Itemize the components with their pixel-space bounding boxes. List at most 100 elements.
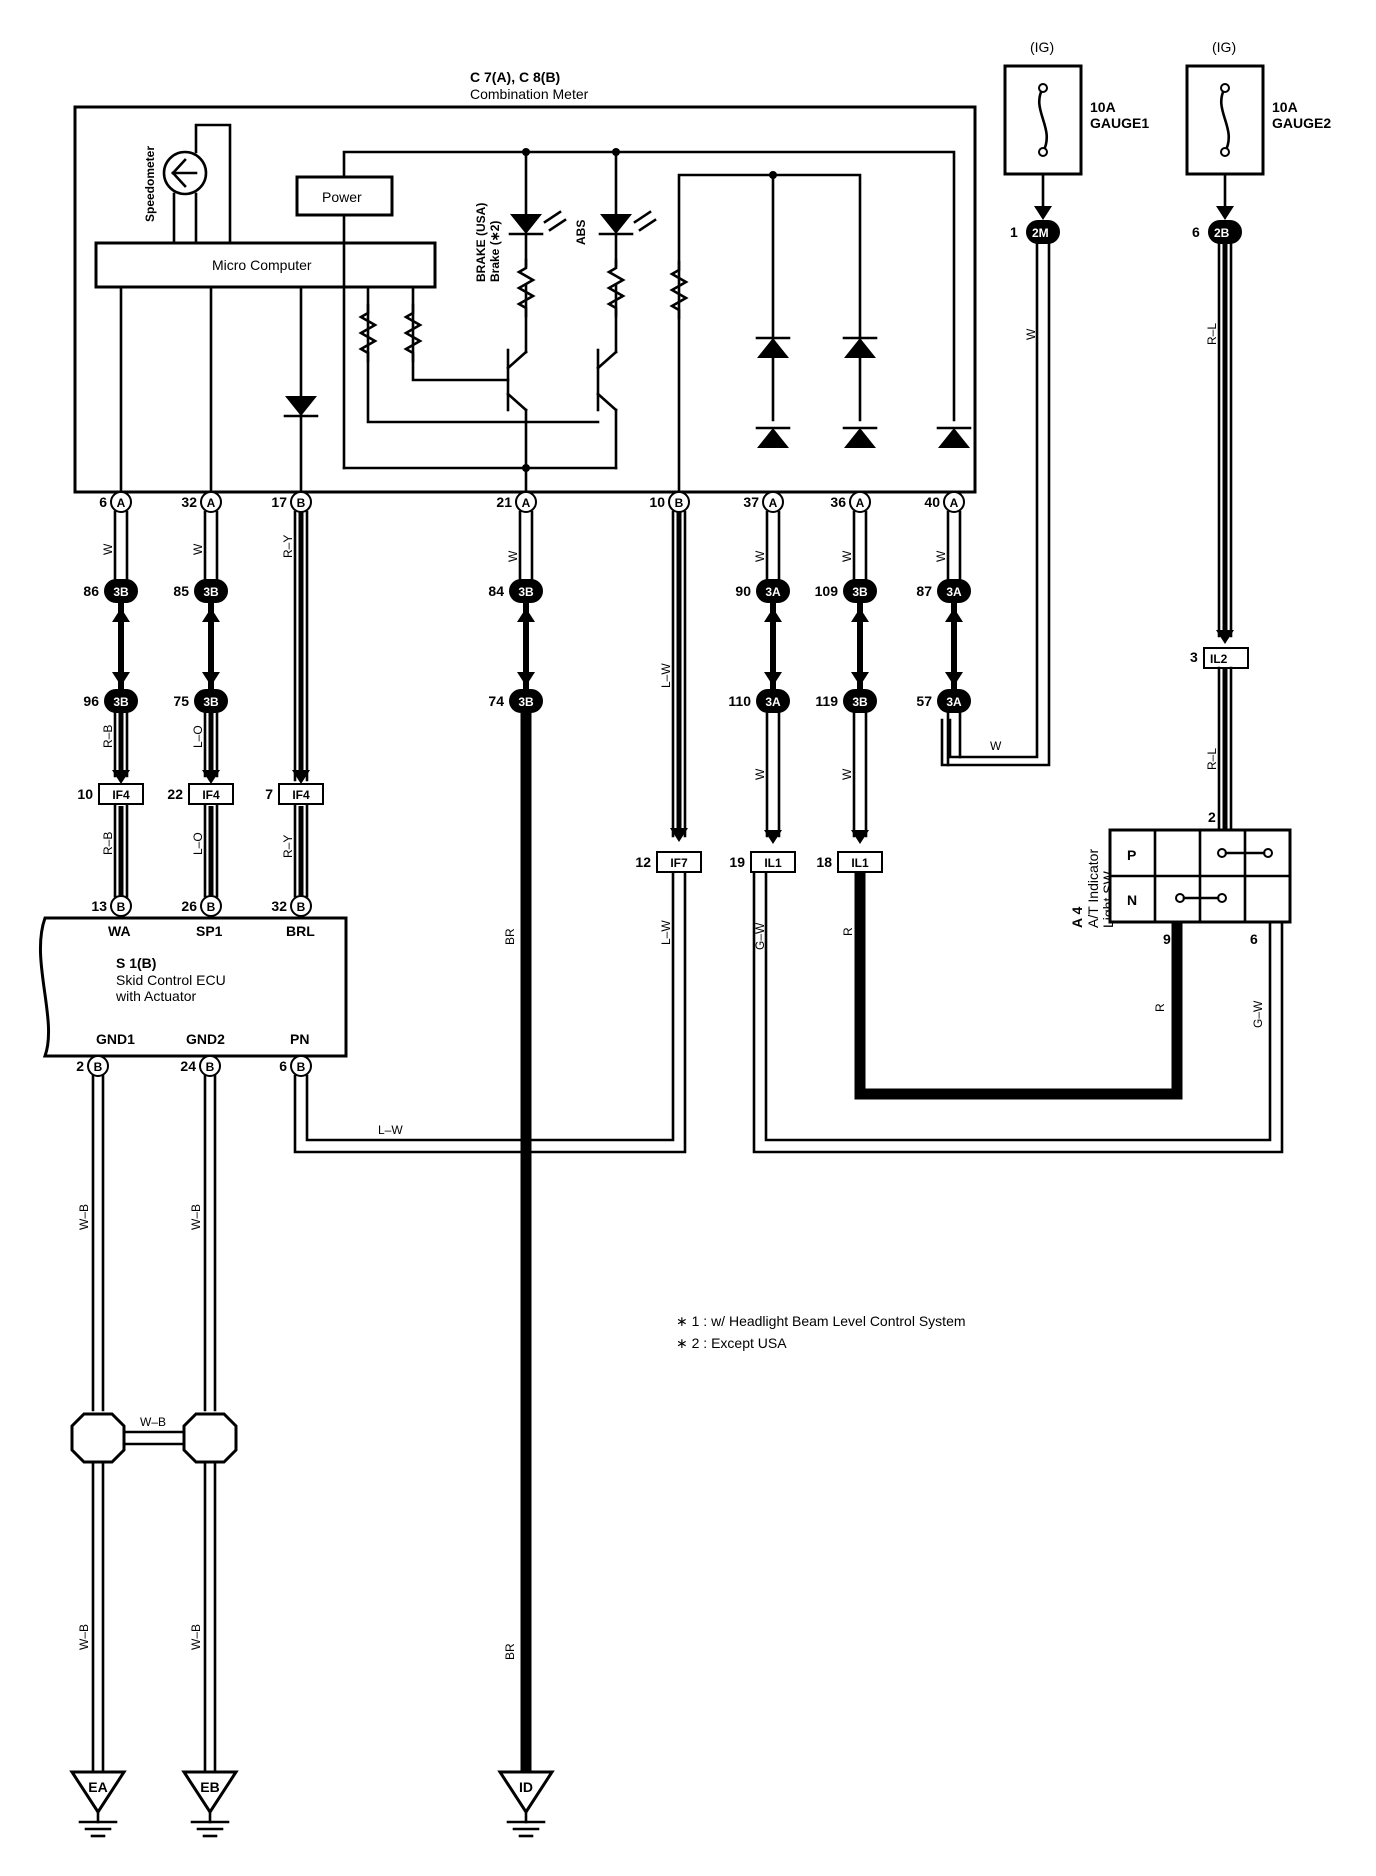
junction-top-pin: 86 <box>83 583 99 599</box>
speedometer-label: Speedometer <box>143 146 157 222</box>
ecu-pin-number: 32 <box>271 898 287 914</box>
power-label: Power <box>322 189 362 205</box>
ground-label: EB <box>200 1779 219 1795</box>
fuse-gauge1-icon <box>1037 86 1049 154</box>
junction-top-conn: 3A <box>946 585 962 599</box>
ecu-pin-number: 13 <box>91 898 107 914</box>
connector-il2-pin: 3 <box>1190 649 1198 665</box>
meter-pin-number: 40 <box>924 494 940 510</box>
micro-computer-label: Micro Computer <box>212 257 312 273</box>
transistor-1 <box>506 283 528 494</box>
wire-w-4: W <box>506 550 520 562</box>
junction-top-pin: 87 <box>916 583 932 599</box>
junction-bottom-pin: 110 <box>728 693 751 709</box>
junction-bottom-pin: 96 <box>83 693 99 709</box>
ecu-ref: S 1(B) <box>116 955 156 971</box>
ground-label: ID <box>519 1779 533 1795</box>
fuse-connector-2b: 6 2B <box>1192 220 1242 244</box>
connector-il2-label: IL2 <box>1210 652 1228 666</box>
connector-label: IF7 <box>670 856 688 870</box>
meter-pin-conn: A <box>522 496 531 510</box>
wire-w-6: W <box>753 550 767 562</box>
note-1: ∗ 1 : w/ Headlight Beam Level Control Sy… <box>676 1313 966 1329</box>
connector-label: IF4 <box>202 788 220 802</box>
wire-w-9: W <box>753 768 767 780</box>
ecu-name-1: Skid Control ECU <box>116 972 226 988</box>
wire-w-2: W <box>191 543 205 555</box>
connector-pin: 22 <box>167 786 183 802</box>
switch-p: P <box>1127 847 1136 863</box>
ecu-pin-number: 26 <box>181 898 197 914</box>
connector-pin: 7 <box>265 786 273 802</box>
connector-if4-22: 22 IF4 <box>167 783 234 805</box>
wire-wb-1: W–B <box>77 1204 91 1230</box>
fuse-connector-2m-label: 2M <box>1032 226 1049 240</box>
connector-pin: 19 <box>729 854 745 870</box>
abs-label: ABS <box>574 220 588 245</box>
junction-top-conn: 3A <box>765 585 781 599</box>
wire-w-10: W <box>840 768 854 780</box>
wire-lw-3: L–W <box>378 1123 403 1137</box>
ecu-term-wa: WA <box>108 923 131 939</box>
connector-pin: 10 <box>77 786 93 802</box>
wire-rb-1: R–B <box>101 725 115 748</box>
switch-contact-n-icon <box>1175 893 1227 903</box>
fuse-gauge2-name: GAUGE2 <box>1272 115 1331 131</box>
switch-pin-6: 6 <box>1250 931 1258 947</box>
ecu-pin-conn: B <box>206 1060 215 1074</box>
at-indicator-switch: A 4 A/T Indicator Light SW P N 2 9 6 <box>1069 809 1292 947</box>
meter-pin-number: 32 <box>181 494 197 510</box>
switch-pin-2: 2 <box>1208 809 1216 825</box>
ground-id-icon: ID <box>497 1770 555 1838</box>
junction-bottom-pin: 57 <box>916 693 932 709</box>
junction-top-conn: 3B <box>203 585 219 599</box>
junction-top-conn: 3B <box>113 585 129 599</box>
wire-rl-1: R–L <box>1205 323 1219 345</box>
fuse-gauge1-amp: 10A <box>1090 99 1116 115</box>
junction-bottom-conn: 3B <box>518 695 534 709</box>
wire-r-il1: R <box>841 927 855 936</box>
meter-pin-conn: A <box>856 496 865 510</box>
wire-rb-2: R–B <box>101 832 115 855</box>
switch-n: N <box>1127 892 1137 908</box>
ecu-term-gnd2: GND2 <box>186 1031 225 1047</box>
junction-bottom-conn: 3A <box>765 695 781 709</box>
meter-pin-40A: 40 A <box>924 491 965 513</box>
fuse-gauge1-ig: (IG) <box>1030 39 1054 55</box>
meter-pin-number: 10 <box>649 494 665 510</box>
meter-pin-conn: A <box>950 496 959 510</box>
wire-w-fuse1-b: W <box>990 739 1002 753</box>
brake-led-light-icon <box>543 210 567 232</box>
meter-pin-10B: 10 B <box>649 491 690 513</box>
junction-bottom-conn: 3B <box>203 695 219 709</box>
fuse-connector-2m-pin: 1 <box>1010 224 1018 240</box>
combination-meter: C 7(A), C 8(B) Combination Meter Speedom… <box>73 69 977 494</box>
wire-w-fuse1: W <box>1024 328 1038 340</box>
junction-top-pin: 85 <box>173 583 189 599</box>
ecu-term-gnd1: GND1 <box>96 1031 135 1047</box>
speedometer-gauge-icon <box>162 123 232 245</box>
connector-label: IL1 <box>851 856 869 870</box>
meter-pin-conn: B <box>675 496 684 510</box>
ecu-term-pn: PN <box>290 1031 309 1047</box>
wire-w-8: W <box>934 550 948 562</box>
